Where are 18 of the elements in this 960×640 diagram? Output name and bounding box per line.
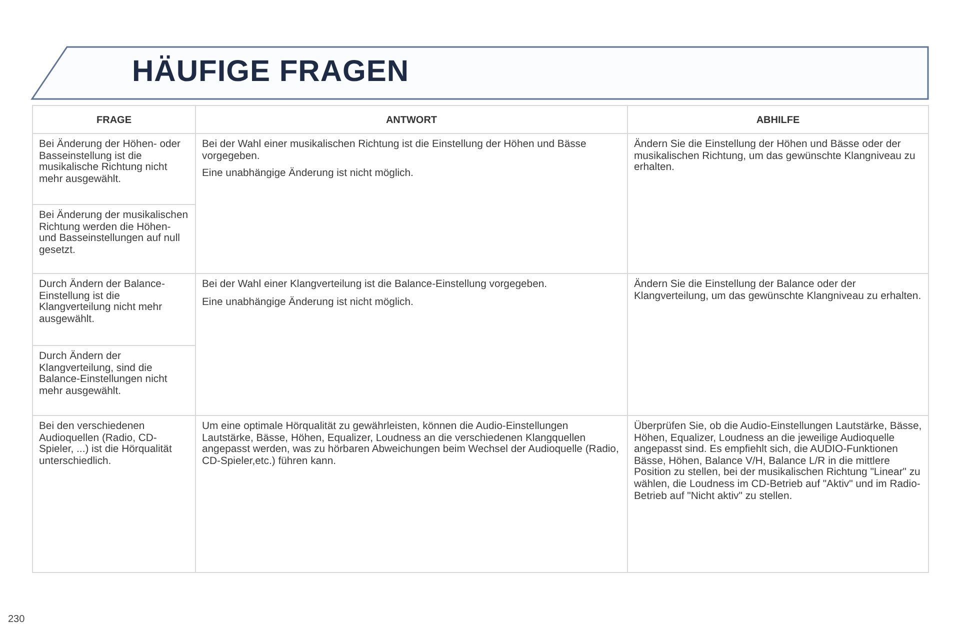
- question-text: Bei Änderung der Höhen- oder Basseinstellung ist die musikalische Richtung nicht mehr ausgewählt.: [39, 139, 182, 186]
- question-text: Bei Änderung der musikalischen Richtung werden die Höhen- und Basseinstellungen auf null gesetzt.: [39, 210, 189, 256]
- question-text: Durch Ändern der Balance-Einstellung ist die Klangverteilung nicht mehr ausgewählt.: [39, 279, 166, 326]
- page-number: 230: [8, 614, 25, 625]
- answer-text: Eine unabhängige Änderung ist nicht möglich.: [202, 296, 414, 308]
- column-header: FRAGE: [96, 115, 132, 127]
- answer-text: Bei der Wahl einer musikalischen Richtung ist die Einstellung der Höhen und Bässe vorgegeben.: [202, 139, 588, 162]
- remedy-text: Überprüfen Sie, ob die Audio-Einstellungen Lautstärke, Bässe, Höhen, Equalizer, Loudness an die jeweilige Audioquelle angepasst sind. Es empfiehlt sich, die AUDIO-Funktionen Bässe, Höhen, Balance V/H, Balance L/R in die mittlere Position zu stellen, bei der musikalischen Richtung "Linear" zu wählen, die Loudness im CD-Betrieb auf "Aktiv" und im Radio-Betrieb auf "Nicht aktiv" zu stellen.: [634, 421, 922, 502]
- column-header: ANTWORT: [384, 115, 438, 127]
- answer-text: Bei der Wahl einer Klangverteilung ist die Balance-Einstellung vorgegeben.: [202, 279, 548, 291]
- answer-text: Eine unabhängige Änderung ist nicht möglich.: [202, 168, 414, 180]
- column-header: ABHILFE: [755, 115, 801, 127]
- question-text: Durch Ändern der Klangverteilung, sind die Balance-Einstellungen nicht mehr ausgewählt.: [39, 351, 168, 398]
- answer-text: Um eine optimale Hörqualität zu gewährleisten, können die Audio-Einstellungen Lautstärke, Bässe, Höhen, Equalizer, Loudness an die verschiedenen Klangquellen angepasst werden, was zu hörbaren Abweichungen beim Wechsel der Audioquelle (Radio, CD-Spieler,etc.) führen kann.: [202, 421, 620, 468]
- remedy-text: Ändern Sie die Einstellung der Balance oder der Klangverteilung, um das gewünschte Klangniveau zu erhalten.: [634, 279, 922, 302]
- page-title: HÄUFIGE FRAGEN: [132, 55, 409, 89]
- question-text: Bei den verschiedenen Audioquellen (Radio, CD-Spieler, ...) ist die Hörqualität unterschiedlich.: [39, 421, 173, 468]
- remedy-text: Ändern Sie die Einstellung der Höhen und Bässe oder der musikalischen Richtung, um das gewünschte Klangniveau zu erhalten.: [634, 139, 916, 174]
